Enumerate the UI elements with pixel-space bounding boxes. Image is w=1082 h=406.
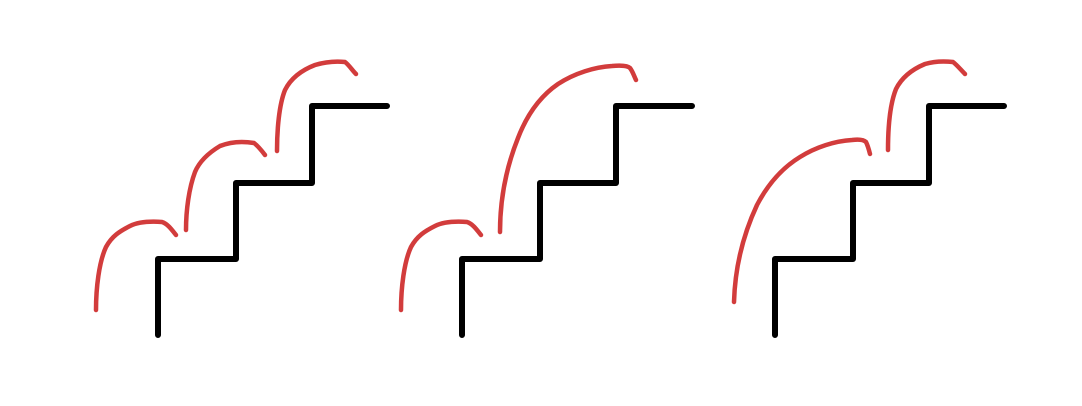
- jump-arc-right-2: [885, 59, 968, 153]
- diagram-left: [93, 59, 390, 338]
- staircase-left: [155, 103, 390, 338]
- jump-arc-left-2: [183, 139, 268, 233]
- diagram-right: [731, 59, 1007, 338]
- staircase-middle: [459, 103, 695, 338]
- jump-arc-middle-2: [497, 63, 639, 235]
- diagram-middle: [398, 63, 695, 338]
- jump-arc-left-3: [274, 59, 359, 154]
- jump-arc-right-1: [731, 137, 873, 305]
- staircase-right: [772, 103, 1007, 338]
- jump-arc-middle-1: [398, 219, 484, 313]
- jump-arc-left-1: [93, 219, 179, 313]
